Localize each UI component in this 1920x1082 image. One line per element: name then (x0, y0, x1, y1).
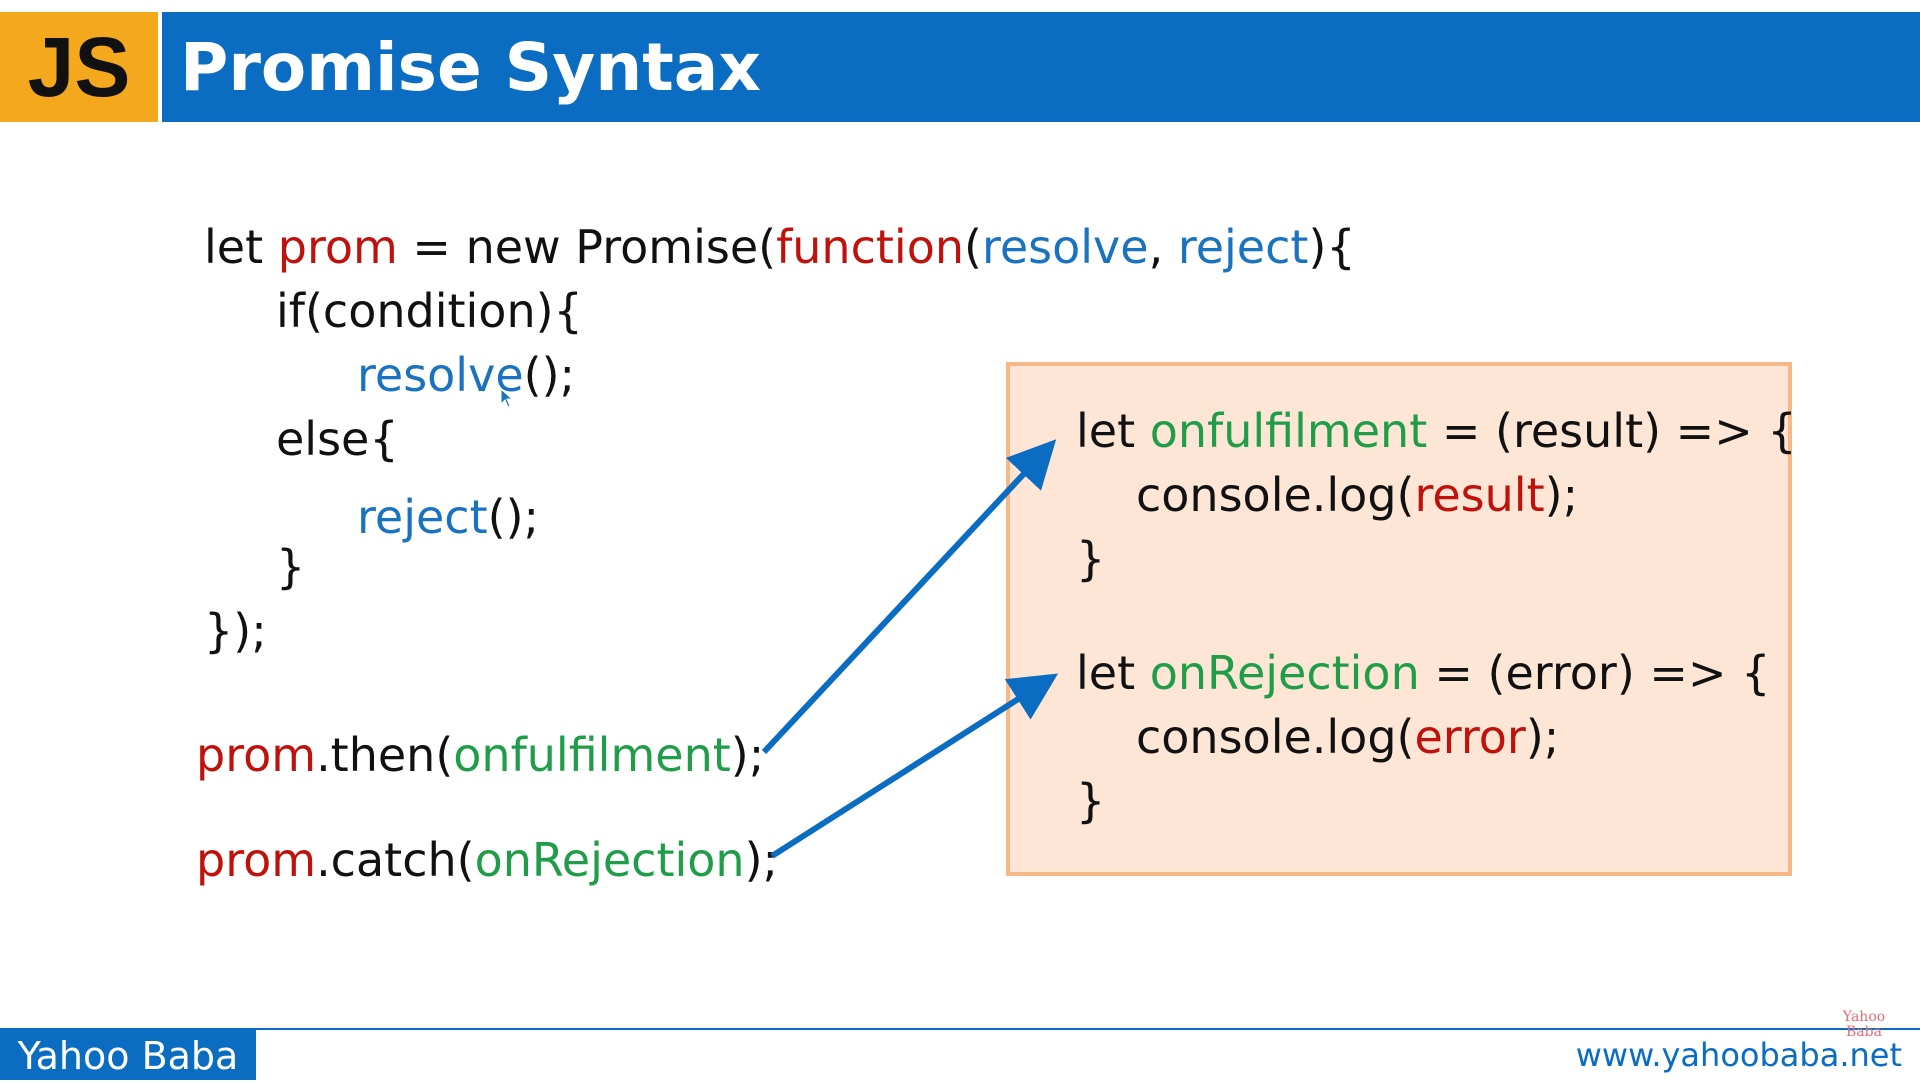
slide-title: Promise Syntax (180, 29, 761, 106)
code-handler-onrejection: onRejection (474, 833, 745, 887)
code-text: ); (1544, 468, 1579, 522)
code-line-then: prom.then(onfulfilment); (196, 728, 764, 782)
box-line-onrejection-decl: let onRejection = (error) => { (1076, 646, 1770, 700)
code-text: console.log( (1136, 710, 1415, 764)
code-text: console.log( (1136, 468, 1415, 522)
code-text: ){ (1308, 220, 1356, 274)
code-text: = (result) => { (1427, 404, 1797, 458)
yahoobaba-logo-icon: Yahoo Baba (1842, 1009, 1886, 1040)
code-handler-onrejection: onRejection (1149, 646, 1420, 700)
code-var-prom: prom (196, 728, 317, 782)
code-var-prom: prom (196, 833, 317, 887)
code-text: ); (1525, 710, 1560, 764)
code-keyword: let (1076, 646, 1150, 700)
code-param-reject: reject (1177, 220, 1309, 274)
code-line-close-promise: }); (204, 604, 267, 658)
code-var-prom: prom (277, 220, 398, 274)
code-line-close-brace: } (276, 540, 306, 594)
code-arg-error: error (1414, 710, 1526, 764)
js-logo-badge: JS (0, 12, 158, 122)
slide-header: JS Promise Syntax (0, 12, 1920, 122)
code-arg-result: result (1414, 468, 1545, 522)
code-text: ); (730, 728, 765, 782)
code-text: = (error) => { (1419, 646, 1771, 700)
code-line-resolve-call: resolve(); (357, 348, 575, 402)
code-text: ( (964, 220, 982, 274)
mouse-cursor-icon (500, 388, 514, 408)
website-url: www.yahoobaba.net (1575, 1036, 1902, 1074)
box-line-close-brace-1: } (1076, 532, 1106, 586)
code-line-if: if(condition){ (276, 284, 583, 338)
box-line-close-brace-2: } (1076, 774, 1106, 828)
code-text: .then( (316, 728, 454, 782)
box-line-onfulfilment-decl: let onfulfilment = (result) => { (1076, 404, 1797, 458)
box-line-log-error: console.log(error); (1136, 710, 1559, 764)
code-line-promise-declaration: let prom = new Promise(function(resolve,… (204, 220, 1356, 274)
code-handler-onfulfilment: onfulfilment (453, 728, 731, 782)
code-text: (); (523, 348, 576, 402)
code-text: = new Promise( (397, 220, 777, 274)
header-divider (158, 12, 162, 122)
box-line-log-result: console.log(result); (1136, 468, 1578, 522)
code-keyword: let (1076, 404, 1150, 458)
code-text: ); (744, 833, 779, 887)
code-param-resolve: resolve (981, 220, 1149, 274)
code-line-else: else{ (276, 412, 399, 466)
code-call-reject: reject (357, 490, 488, 544)
brand-badge: Yahoo Baba (0, 1030, 256, 1080)
code-line-catch: prom.catch(onRejection); (196, 833, 778, 887)
code-line-reject-call: reject(); (357, 490, 539, 544)
code-handler-onfulfilment: onfulfilment (1149, 404, 1428, 458)
footer-divider (0, 1028, 1920, 1030)
code-call-resolve: resolve (357, 348, 524, 402)
code-text: , (1148, 220, 1178, 274)
code-text: .catch( (316, 833, 475, 887)
code-keyword-function: function (776, 220, 964, 274)
code-text: (); (487, 490, 540, 544)
code-keyword: let (204, 220, 278, 274)
handlers-callout-box (1006, 362, 1792, 876)
